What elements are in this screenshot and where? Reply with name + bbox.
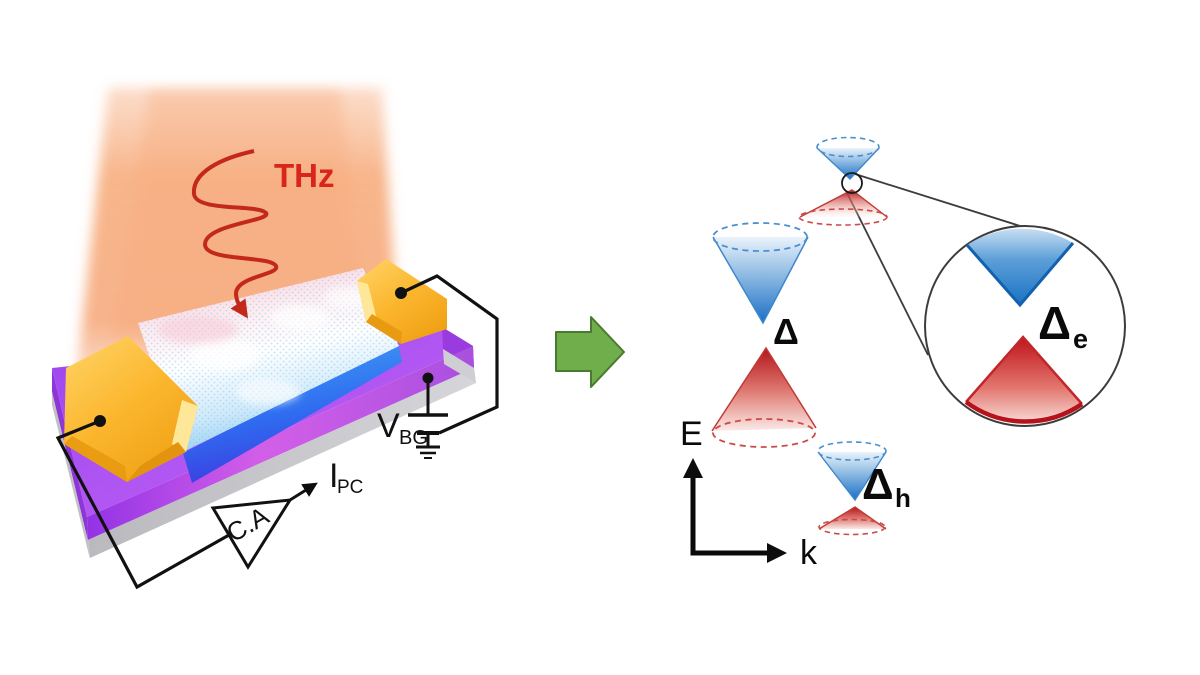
substrate-left-side xyxy=(52,368,88,541)
electrode-left xyxy=(64,336,198,482)
svg-text:I: I xyxy=(329,457,338,495)
svg-text:V: V xyxy=(377,407,400,445)
gap-label-electron: Δ e xyxy=(1038,297,1088,354)
ground-symbol xyxy=(416,445,440,459)
conduction-band-edges xyxy=(965,242,1075,308)
axis-k-label: k xyxy=(800,534,818,572)
wire-right xyxy=(400,274,499,435)
magnified-conduction-band xyxy=(967,228,1073,305)
svg-text:Δ: Δ xyxy=(862,460,894,509)
contact-dot-left xyxy=(94,415,106,427)
gap-label-main: Δ xyxy=(773,311,799,352)
magnifier-circle xyxy=(924,225,1126,427)
cone-main-blue xyxy=(712,222,809,325)
substrate-left-side-gray xyxy=(52,392,90,559)
thz-wave-arrow xyxy=(191,149,278,319)
thz-label: THz xyxy=(274,157,335,194)
device-schematic: THz C.A I PC xyxy=(52,88,499,590)
flake-blue-edge xyxy=(183,343,402,483)
electrode-right xyxy=(357,259,447,344)
ipc-label: I PC xyxy=(329,457,363,498)
magnified-valence-band xyxy=(966,337,1082,422)
cone-top-red xyxy=(798,189,888,226)
ipc-arrow xyxy=(289,482,318,502)
ek-axes xyxy=(683,458,787,563)
svg-text:PC: PC xyxy=(337,477,363,498)
cone-small-red xyxy=(818,506,887,536)
valence-band-edges xyxy=(965,335,1083,405)
substrate-gray-base xyxy=(88,368,476,558)
magnifier: Δ e xyxy=(924,225,1126,427)
axis-e-label: E xyxy=(680,415,703,453)
cone-top-blue xyxy=(816,136,880,180)
valence-band-bottom-edge xyxy=(964,400,1084,424)
svg-text:h: h xyxy=(895,483,911,513)
vbg-label: V BG xyxy=(377,407,428,449)
svg-text:BG: BG xyxy=(399,427,428,449)
svg-text:Δ: Δ xyxy=(1038,297,1071,349)
cone-small-blue xyxy=(817,441,887,502)
gap-label-hole: Δ h xyxy=(862,460,911,513)
wire-left xyxy=(55,419,230,590)
substrate-front-face xyxy=(87,346,474,540)
band-diagram: Δ Δ h E k xyxy=(680,136,1126,572)
svg-text:e: e xyxy=(1073,324,1088,354)
dirac-point-circle xyxy=(841,172,863,194)
current-amplifier: C.A xyxy=(210,498,293,570)
transition-arrow xyxy=(555,316,625,388)
battery-symbol xyxy=(408,378,448,447)
contact-dot-right xyxy=(395,287,407,299)
substrate-gray-base-right xyxy=(443,349,476,383)
graphene-channel xyxy=(138,268,399,452)
cone-main-red xyxy=(711,346,817,448)
